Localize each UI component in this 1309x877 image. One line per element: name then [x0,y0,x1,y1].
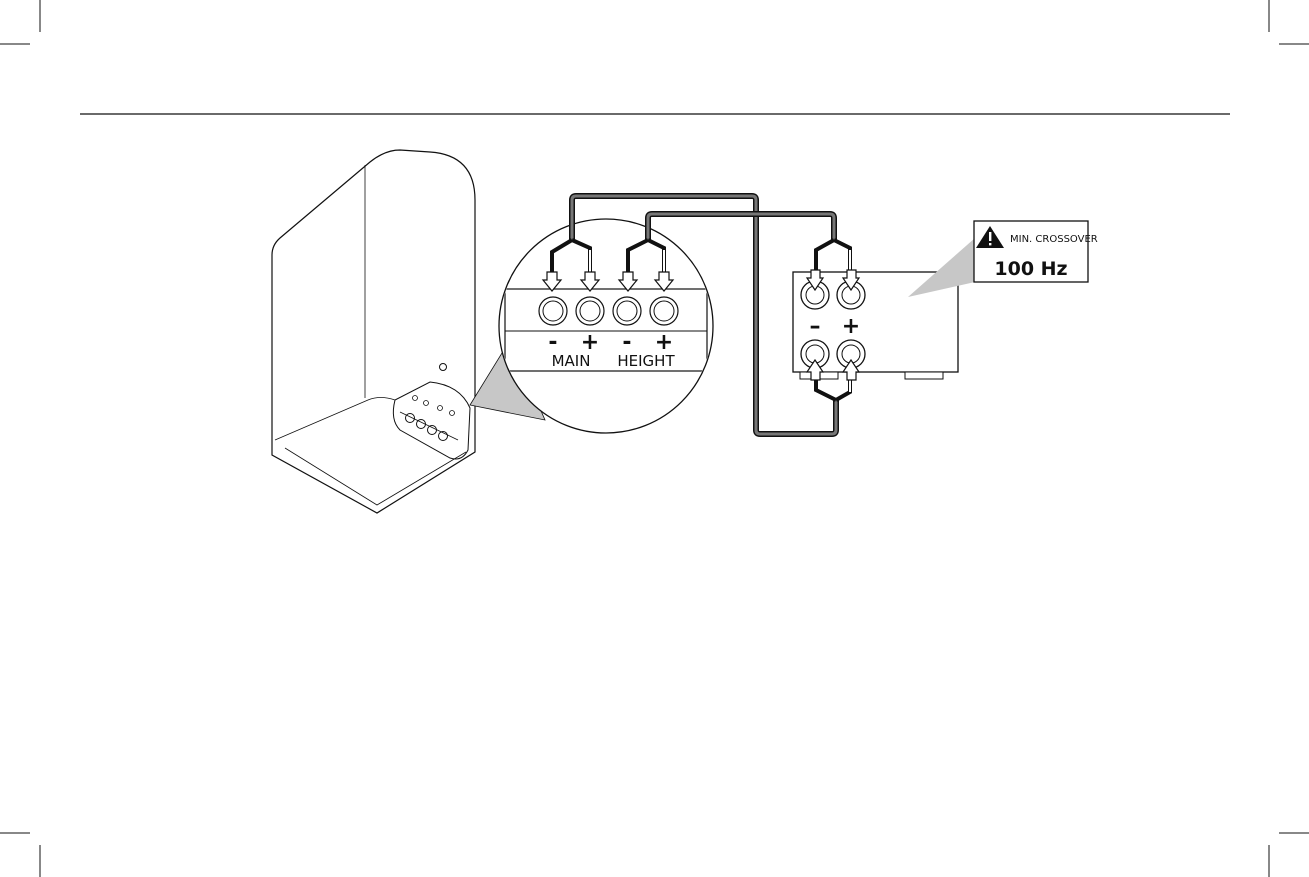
terminal-panel: - + - + MAIN HEIGHT [505,289,707,371]
main-label: MAIN [552,352,591,370]
main-plus-terminal [576,297,604,325]
height-minus-terminal [613,297,641,325]
amp-plus-label: + [842,314,860,339]
height-label: HEIGHT [617,352,675,370]
warning-box: MIN. CROSSOVER 100 Hz [974,221,1098,282]
speaker-illustration [272,150,475,513]
warning-value: 100 Hz [994,258,1067,280]
warning-title: MIN. CROSSOVER [1010,234,1098,245]
height-plus-terminal [650,297,678,325]
amp-minus-label: – [810,314,821,339]
main-minus-terminal [539,297,567,325]
